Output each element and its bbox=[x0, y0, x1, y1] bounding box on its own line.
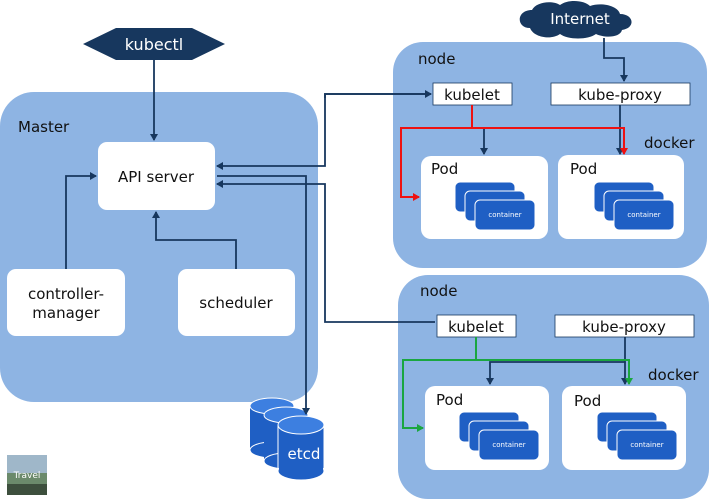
container-stack-2a: container bbox=[458, 411, 540, 461]
pod-label-1a: Pod bbox=[431, 160, 458, 178]
etcd-label: etcd bbox=[288, 445, 321, 463]
container-label-1b: container bbox=[627, 211, 660, 219]
kube-proxy-label-2: kube-proxy bbox=[582, 318, 666, 336]
arrow-internet-to-proxy-1 bbox=[603, 38, 628, 82]
api-server-box bbox=[98, 142, 215, 210]
internet-label: Internet bbox=[550, 10, 610, 28]
arrow-kubelet2-to-api bbox=[216, 180, 435, 323]
controller-manager-label-line2: manager bbox=[32, 304, 100, 322]
proxy2-to-pods bbox=[486, 337, 626, 385]
connectors bbox=[65, 38, 629, 415]
arrow-api-to-etcd bbox=[217, 175, 310, 415]
api-server-label: API server bbox=[118, 168, 195, 186]
etcd-database: etcd bbox=[249, 397, 325, 481]
docker-label-1: docker bbox=[644, 134, 695, 152]
master-region bbox=[0, 92, 318, 402]
node-label-1: node bbox=[418, 50, 455, 68]
arrow-scheduler-to-api bbox=[152, 211, 237, 269]
kubelet-label-1: kubelet bbox=[444, 86, 500, 104]
pod-label-2b: Pod bbox=[574, 392, 601, 410]
watermark-logo: Travel bbox=[7, 455, 47, 495]
kubectl-client: kubectl bbox=[83, 28, 225, 60]
node-label-2: node bbox=[420, 282, 457, 300]
kubelet2-pod-link-green bbox=[402, 337, 477, 432]
kubelet1-pod-link-red bbox=[400, 105, 473, 201]
kubelet1-pod1b-link-red bbox=[472, 127, 628, 155]
container-stack-2b: container bbox=[596, 411, 678, 461]
arrow-controller-to-api bbox=[65, 172, 97, 269]
container-label-2b: container bbox=[630, 441, 663, 449]
internet-cloud: Internet bbox=[519, 0, 632, 39]
master-label: Master bbox=[18, 118, 70, 136]
scheduler-label: scheduler bbox=[199, 294, 273, 312]
container-stack-1b: container bbox=[593, 181, 675, 231]
controller-manager-label-line1: controller- bbox=[28, 285, 104, 303]
docker-label-2: docker bbox=[648, 366, 699, 384]
kubectl-label: kubectl bbox=[125, 35, 183, 54]
kubelet-label-2: kubelet bbox=[448, 318, 504, 336]
container-stack-1a: container bbox=[454, 181, 536, 231]
arrow-api-to-kubelet1 bbox=[324, 90, 432, 98]
etcd-cylinder-front bbox=[277, 415, 325, 481]
watermark-text: Travel bbox=[13, 471, 41, 481]
scheduler-box bbox=[178, 269, 295, 336]
pod-label-1b: Pod bbox=[570, 160, 597, 178]
container-label-1a: container bbox=[488, 211, 521, 219]
kubelet2-pod2b-link-green bbox=[476, 359, 633, 385]
kube-proxy-label-1: kube-proxy bbox=[578, 86, 662, 104]
pod-label-2a: Pod bbox=[436, 391, 463, 409]
container-label-2a: container bbox=[492, 441, 525, 449]
controller-manager-box bbox=[7, 269, 125, 336]
